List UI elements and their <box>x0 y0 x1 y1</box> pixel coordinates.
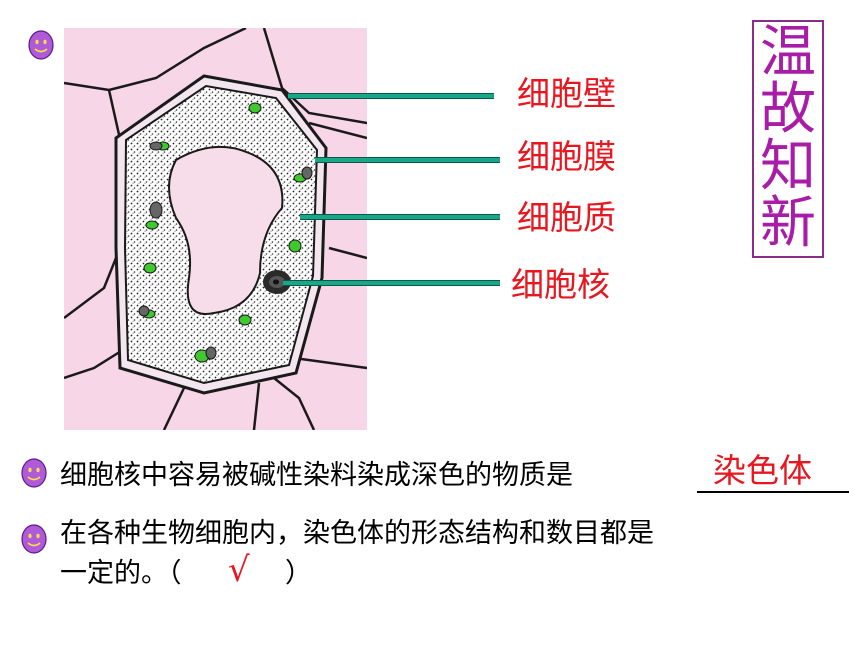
label-cytoplasm: 细胞质 <box>517 198 616 237</box>
smiley-face-icon <box>21 524 47 554</box>
question-1-answer: 染色体 <box>713 451 812 490</box>
side-title: 温故知新 <box>754 24 822 252</box>
pointer-cell-wall <box>288 93 494 99</box>
pointer-nucleus <box>283 280 500 286</box>
question-2-check-mark: √ <box>228 550 250 590</box>
label-cell-membrane: 细胞膜 <box>517 137 616 176</box>
question-2-line-2-before: 一定的。（ <box>60 558 182 589</box>
side-title-char: 知 <box>760 134 816 199</box>
question-2-line-2-after: ） <box>285 558 312 589</box>
side-title-box: 温故知新 <box>752 20 824 258</box>
answer-blank-line <box>697 491 849 493</box>
smiley-face-icon <box>21 458 47 488</box>
question-2-line-1: 在各种生物细胞内，染色体的形态结构和数目都是 <box>60 518 654 549</box>
smiley-face-icon <box>28 30 54 60</box>
plant-cell-diagram <box>64 28 367 430</box>
label-nucleus: 细胞核 <box>511 265 610 304</box>
label-cell-wall: 细胞壁 <box>517 74 616 113</box>
nucleus <box>263 270 291 294</box>
vacuole <box>168 145 284 315</box>
chloroplast-icon <box>138 102 313 363</box>
side-title-char: 温 <box>760 20 816 85</box>
pointer-cytoplasm <box>300 214 500 220</box>
side-title-char: 故 <box>760 77 816 142</box>
question-1-text: 细胞核中容易被碱性染料染成深色的物质是 <box>60 460 573 491</box>
side-title-char: 新 <box>760 191 816 256</box>
pointer-cell-membrane <box>315 157 500 163</box>
